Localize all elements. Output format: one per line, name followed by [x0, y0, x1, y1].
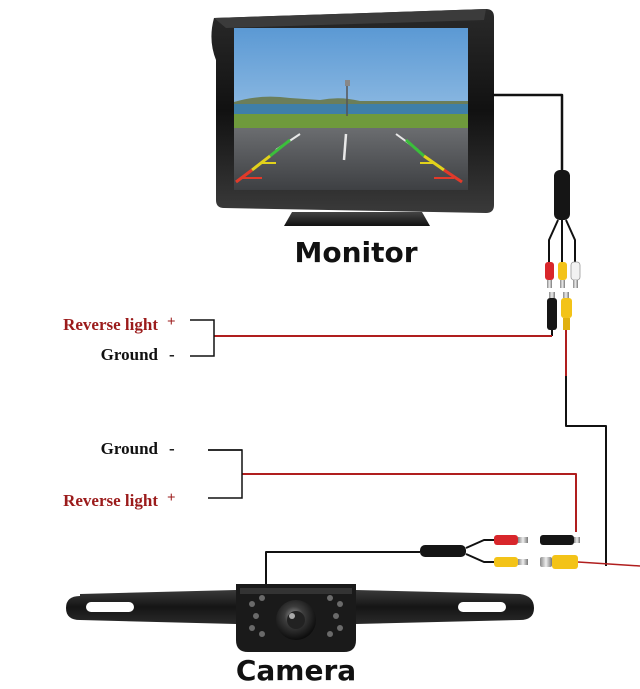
- camera-mount-bar: [66, 590, 236, 624]
- monitor-rca-plugs: [545, 261, 581, 330]
- monitor-screen: [234, 28, 468, 190]
- camera-cable-splitter: [420, 545, 466, 557]
- top-ground-label: Ground: [101, 345, 159, 364]
- top-ground-sign: -: [169, 345, 175, 364]
- top-reverse-light-sign: +: [167, 314, 176, 330]
- camera-ir-leds: [249, 595, 343, 637]
- power-plug: [547, 292, 557, 330]
- camera-rca-red: [494, 535, 528, 545]
- monitor: [211, 9, 494, 226]
- monitor-cable: [492, 93, 564, 172]
- camera-cable: [265, 551, 420, 584]
- bottom-reverse-light-label: Reverse light: [63, 491, 158, 510]
- monitor-stand: [284, 212, 430, 226]
- camera-video-plug: [540, 555, 578, 569]
- camera-rca-yellow: [494, 557, 528, 567]
- camera-label: Camera: [236, 654, 356, 687]
- monitor-label: Monitor: [294, 236, 417, 269]
- camera-power-plug: [540, 535, 580, 545]
- monitor-cable-splitter: [554, 170, 570, 220]
- monitor-rca-red: [545, 262, 554, 288]
- bottom-reverse-light-wire: [242, 473, 577, 532]
- bottom-reverse-light-sign: +: [167, 490, 176, 506]
- bottom-ground-label: Ground: [101, 439, 159, 458]
- monitor-visor: [214, 9, 486, 28]
- camera: [66, 584, 534, 652]
- bottom-label-bracket: [208, 449, 243, 499]
- camera-rca-plugs: [494, 535, 580, 569]
- video-rca-yellow: [561, 292, 572, 330]
- monitor-rca-white: [570, 261, 581, 288]
- bottom-ground-sign: -: [169, 439, 175, 458]
- top-reverse-light-label: Reverse light: [63, 315, 158, 334]
- monitor-rca-yellow-1: [558, 262, 567, 288]
- top-label-bracket: [190, 319, 215, 357]
